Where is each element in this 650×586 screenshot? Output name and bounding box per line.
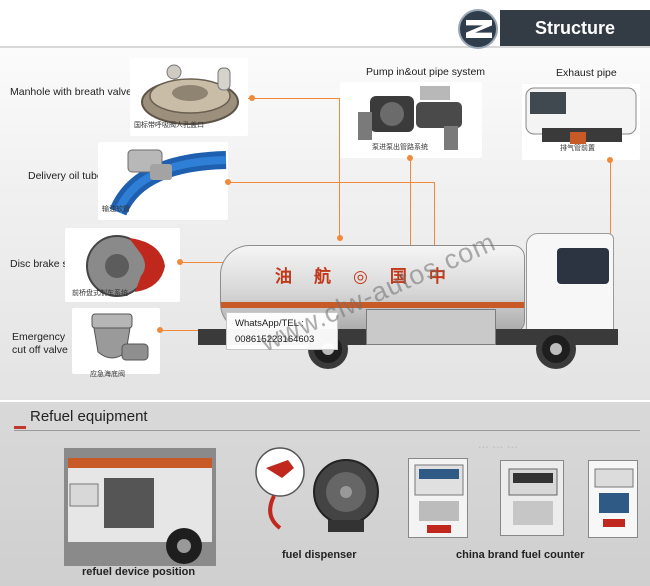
pump-pipe-illustration — [358, 86, 462, 150]
equipment-cabinet — [366, 309, 496, 345]
refuel-faded-text: ... ... ... — [478, 436, 518, 451]
cab-window — [557, 248, 609, 284]
fuel-counter-photo-2 — [500, 460, 564, 536]
truck-cab — [526, 233, 614, 341]
emergency-label-1: Emergency — [12, 331, 66, 343]
disc-brake-image — [65, 228, 180, 302]
header-title-box: Structure — [500, 10, 650, 46]
emergency-valve-image — [72, 308, 160, 374]
refuel-accent-mark — [14, 426, 26, 429]
contact-phone: 008615223164603 — [235, 334, 315, 345]
connector-delivery-tube — [228, 182, 434, 183]
page-title: Structure — [534, 18, 615, 38]
refuel-device-caption: refuel device position — [82, 566, 196, 578]
fuel-counter-photo-3 — [588, 460, 638, 538]
fuel-counter-caption: china brand fuel counter — [456, 549, 585, 561]
exhaust-pipe-label: Exhaust pipe — [556, 67, 617, 79]
manhole-caption: 国标带呼吸阀人孔盖口 — [134, 122, 204, 129]
emergency-label-2: cut off valve — [12, 344, 68, 356]
disc-brake-illustration — [86, 235, 165, 297]
refuel-divider — [14, 430, 640, 431]
manhole-image — [130, 58, 248, 136]
delivery-tube-caption: 输油软管 — [102, 206, 130, 213]
refuel-title: Refuel equipment — [30, 408, 148, 425]
exhaust-pipe-caption: 排气管前置 — [560, 145, 595, 152]
connector-dot — [157, 327, 163, 333]
delivery-tube-illustration — [109, 149, 227, 216]
connector-dot — [607, 157, 613, 163]
connector-dot — [225, 179, 231, 185]
pump-pipe-caption: 泵进泵出管路系统 — [372, 144, 428, 151]
pump-pipe-label: Pump in&out pipe system — [366, 66, 486, 78]
contact-line-1: WhatsApp/TEL : — [235, 318, 304, 329]
fuel-dispenser-photo — [250, 446, 380, 538]
emergency-valve-illustration — [91, 313, 149, 361]
connector-manhole — [248, 98, 340, 238]
tank-stripe — [221, 302, 524, 308]
refuel-device-photo — [64, 448, 216, 566]
delivery-tube-label: Delivery oil tube — [28, 170, 103, 182]
connector-dot — [249, 95, 255, 101]
fuel-counter-illustration-3 — [594, 468, 634, 527]
refuel-device-illustration — [64, 448, 216, 566]
exhaust-pipe-image — [522, 84, 640, 160]
connector-dot — [407, 155, 413, 161]
fuel-dispenser-illustration — [255, 447, 379, 532]
pump-pipe-image — [340, 82, 482, 158]
fuel-dispenser-caption: fuel dispenser — [282, 549, 357, 561]
tanker-truck: 油航◎国中 — [198, 225, 628, 385]
fuel-counter-illustration-1 — [414, 464, 464, 533]
disc-brake-caption: 前桥盘式制车系统 — [72, 290, 128, 297]
contact-box: WhatsApp/TEL : 008615223164603 — [226, 312, 338, 350]
connector-pump-pipe — [410, 158, 411, 310]
fuel-counter-illustration-2 — [508, 468, 558, 525]
tank-lettering: 油航◎国中 — [275, 267, 468, 287]
exhaust-pipe-illustration — [525, 87, 637, 144]
emergency-valve-caption: 应急海底阀 — [90, 371, 125, 378]
connector-dot — [337, 235, 343, 241]
manhole-label: Manhole with breath valve — [10, 86, 132, 98]
connector-dot — [177, 259, 183, 265]
delivery-tube-image — [98, 142, 228, 220]
truck-wheel — [536, 329, 576, 369]
fuel-counter-photo-1 — [408, 458, 468, 538]
structure-logo-icon — [458, 9, 498, 49]
manhole-illustration — [141, 64, 239, 125]
